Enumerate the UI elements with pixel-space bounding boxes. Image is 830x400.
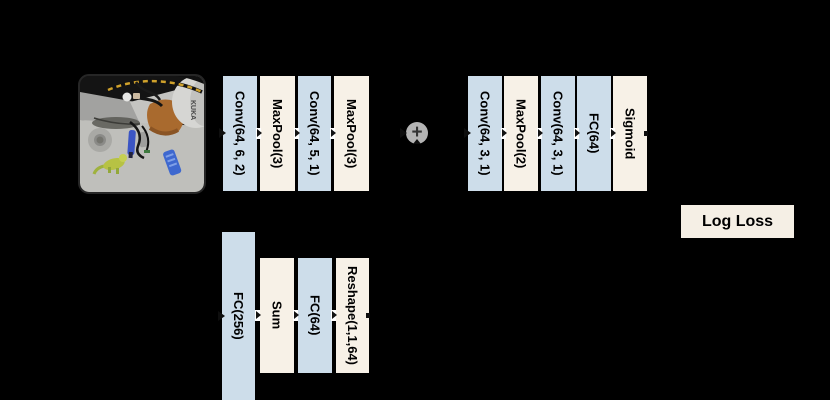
dark-corner [176, 76, 204, 84]
toy-dinosaur-tail [92, 164, 105, 175]
plus-icon: + [411, 122, 423, 143]
layer-conv-64-5-1: Conv(64, 5, 1) [298, 76, 331, 191]
input-image-photo: KUKA [78, 74, 206, 194]
layer-sigmoid: Sigmoid [613, 76, 647, 191]
layer-fc-64-top: FC(64) [577, 76, 611, 191]
layer-label: Conv(64, 5, 1) [307, 91, 322, 176]
marker-body [127, 129, 136, 156]
flow-arrow [574, 128, 580, 139]
layer-label: Sigmoid [622, 107, 638, 160]
blue-marker [127, 129, 136, 159]
blue-comb [163, 149, 182, 176]
robot-brand-text: KUKA [189, 100, 196, 120]
flow-arrow [255, 310, 261, 321]
layer-label: FC(64) [307, 295, 323, 336]
flow-arrow [501, 128, 507, 139]
comb-tooth [165, 153, 174, 158]
arrowhead-into-conv3 [464, 128, 471, 138]
floor-scuff [93, 117, 141, 125]
white-ball [122, 92, 132, 102]
toy-dinosaur-leg [116, 168, 119, 174]
arrowhead-into-merge [400, 128, 407, 138]
arrowhead-into-fc256 [218, 311, 225, 321]
layer-label: MaxPool(3) [270, 98, 285, 169]
tape-roll-center [96, 136, 104, 144]
arrowhead-into-conv1 [219, 128, 226, 138]
comb-tooth [168, 162, 178, 168]
arrow-stub-sigmoid-out [644, 131, 648, 136]
tan-block [133, 93, 140, 99]
layer-fc-64-bottom: FC(64) [298, 258, 332, 373]
gripper-bell-rim [148, 126, 179, 136]
flow-arrow [537, 128, 543, 139]
marker-cap [128, 151, 133, 159]
layer-label: FC(256) [231, 292, 246, 340]
arrow-stub-reshape-out [366, 313, 370, 318]
layer-label: FC(64) [586, 113, 602, 154]
striped-cable [107, 79, 203, 94]
merge-node-elementwise-add: + [406, 122, 428, 144]
arrowhead-up-into-merge [413, 139, 421, 144]
cable [134, 81, 162, 101]
layer-label: Conv(64, 6, 2) [232, 91, 248, 176]
layer-conv-64-3-1-b: Conv(64, 3, 1) [541, 76, 575, 191]
layer-label: Sum [269, 301, 285, 330]
layer-sum: Sum [260, 258, 294, 373]
toy-dinosaur-leg [108, 167, 111, 173]
toy-dinosaur-head [119, 154, 127, 162]
flow-arrow [610, 128, 616, 139]
layer-maxpool-2: MaxPool(2) [504, 76, 538, 191]
loss-box: Log Loss [681, 205, 794, 238]
comb-tooth [167, 157, 176, 163]
layer-conv-64-6-2: Conv(64, 6, 2) [223, 76, 257, 191]
layer-maxpool-3-b: MaxPool(3) [334, 76, 369, 191]
layer-label: Conv(64, 3, 1) [550, 91, 566, 176]
robot-workspace-illustration: KUKA [80, 76, 204, 192]
flow-arrow [256, 128, 262, 139]
layer-label: MaxPool(3) [344, 98, 359, 169]
layer-conv-64-3-1-a: Conv(64, 3, 1) [468, 76, 502, 191]
flow-arrow [294, 128, 300, 139]
flow-arrow [293, 310, 299, 321]
cable [141, 125, 150, 153]
layer-reshape-1-1-64: Reshape(1,1,64) [336, 258, 369, 373]
layer-label: Conv(64, 3, 1) [477, 91, 493, 176]
layer-label: Reshape(1,1,64) [345, 266, 360, 365]
layer-fc-256: FC(256) [222, 232, 255, 400]
pcb-bit [144, 150, 150, 153]
flow-arrow [331, 310, 337, 321]
layer-maxpool-3-a: MaxPool(3) [260, 76, 295, 191]
layer-label: MaxPool(2) [513, 98, 529, 169]
loss-label: Log Loss [701, 212, 774, 230]
flow-arrow [330, 128, 336, 139]
cable [129, 120, 145, 160]
